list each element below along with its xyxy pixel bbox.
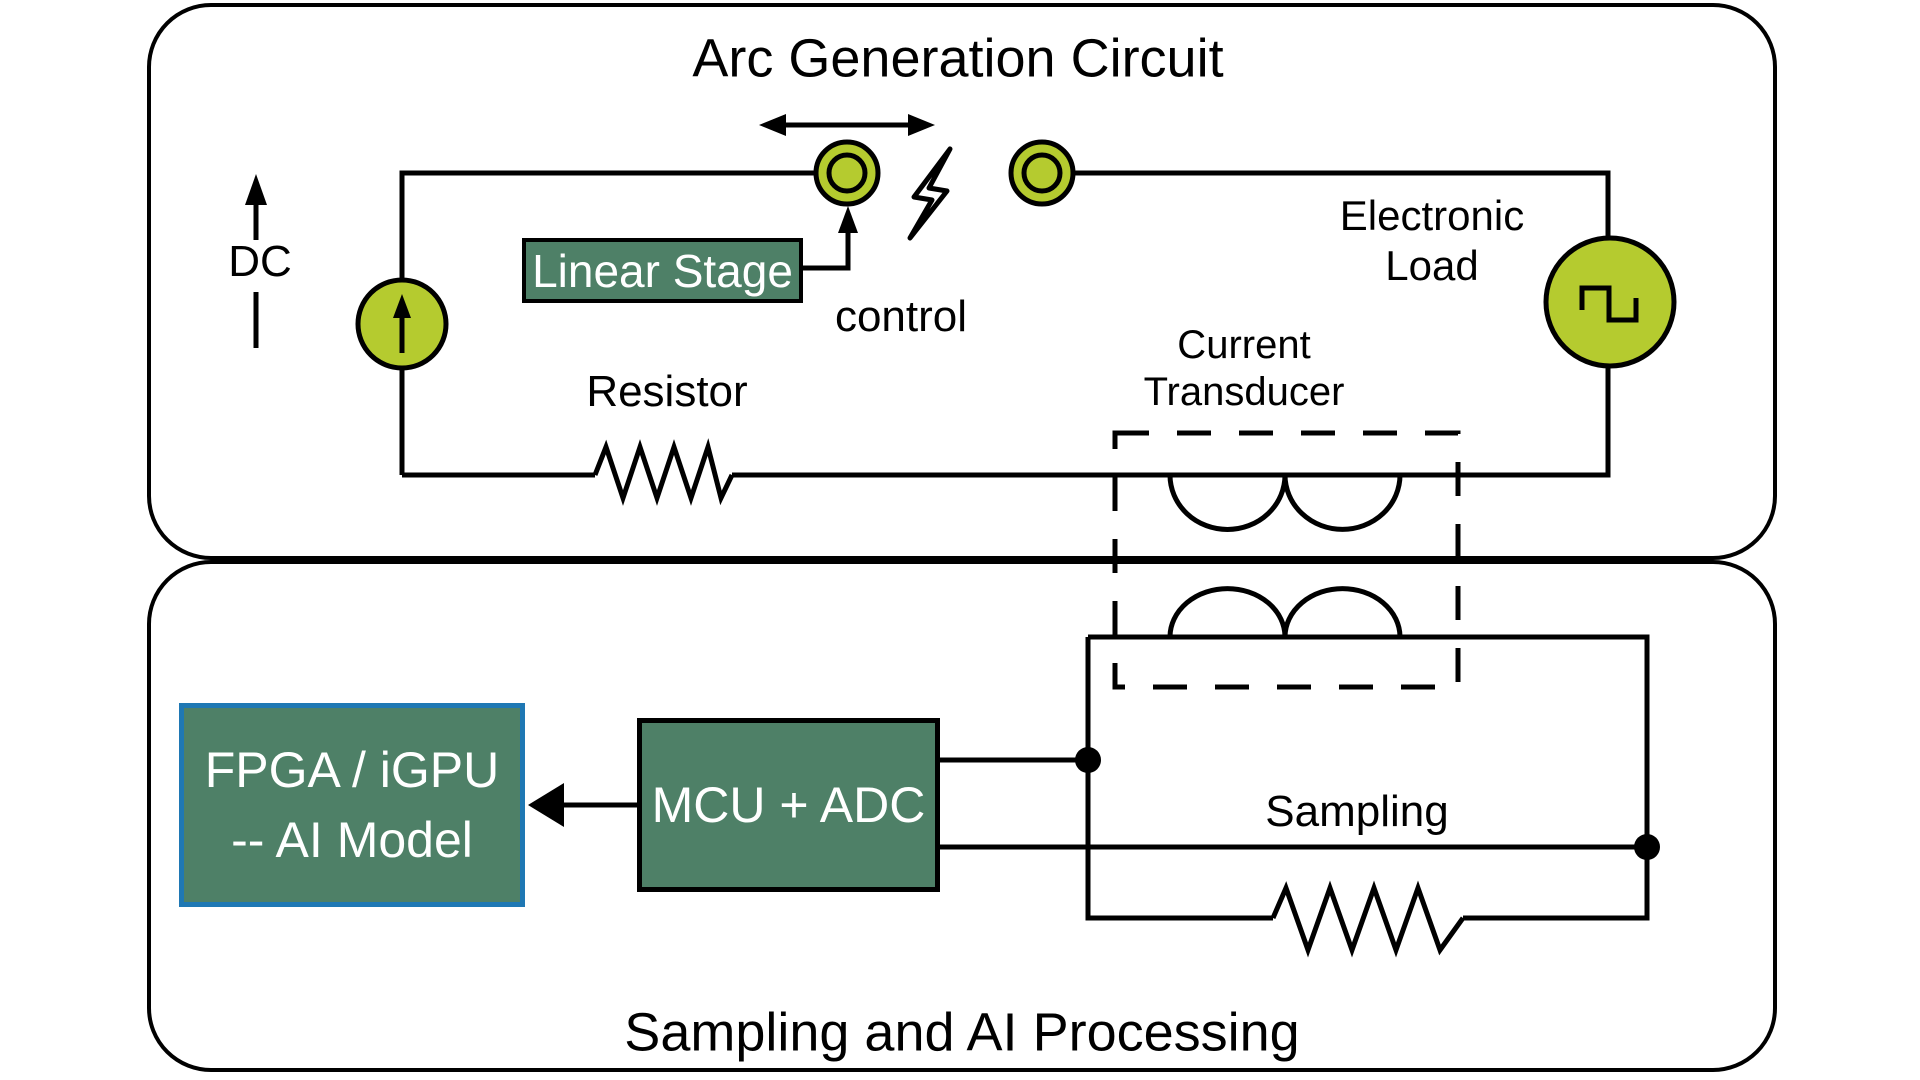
up-arrow-icon-dc (245, 174, 267, 348)
linear-stage-label: Linear Stage (532, 244, 793, 297)
sampling-label: Sampling (1265, 786, 1449, 836)
current-source-circle-icon (355, 277, 449, 371)
sampling-panel-outline (147, 560, 1777, 1072)
electronic-load-label-line1: Electronic (1339, 192, 1525, 239)
up-arrow-icon-control (803, 206, 858, 271)
fpga-igpu-box: FPGA / iGPU -- AI Model (179, 703, 525, 907)
sampling-loop-right (1088, 634, 1650, 921)
electronic-load-label: Electronic Load (1340, 191, 1524, 291)
dc-label: DC (228, 236, 292, 286)
junction-dot-icon-left (1075, 747, 1101, 773)
current-transducer-dashed-box (1112, 430, 1461, 690)
bottom-panel-title: Sampling and AI Processing (624, 1002, 1300, 1063)
resistor-label: Resistor (586, 366, 748, 416)
fpga-label-line1: FPGA / iGPU (204, 742, 500, 798)
current-transducer-label-line2: Transducer (1143, 370, 1345, 414)
current-transducer-label-line1: Current (1177, 323, 1311, 367)
double-headed-arrow-icon (759, 114, 935, 136)
mcu-adc-label: MCU + ADC (651, 777, 926, 833)
coil-icon-primary (1167, 474, 1403, 532)
current-transducer-label: Current Transducer (1144, 322, 1345, 416)
junction-dot-icon-right (1634, 834, 1660, 860)
resistor-zigzag-icon-sampling (1270, 880, 1466, 958)
electrode-node-icon-right (1008, 139, 1076, 207)
wire-source-to-left-electrode (399, 170, 820, 475)
linear-stage-box: Linear Stage (522, 238, 803, 303)
electronic-load-label-line2: Load (1385, 242, 1479, 289)
electrode-node-icon-left (813, 139, 881, 207)
sampling-loop-left (1085, 637, 1273, 921)
fpga-label-line2: -- AI Model (231, 812, 473, 868)
lightning-bolt-icon (907, 146, 953, 241)
left-arrow-icon-mcu-to-fpga (528, 783, 637, 827)
square-wave-icon-load (1543, 235, 1677, 369)
arc-generation-panel-outline (147, 3, 1777, 560)
resistor-zigzag-icon (592, 438, 735, 506)
coil-icon-secondary (1167, 586, 1403, 638)
control-label: control (834, 291, 968, 341)
mcu-adc-box: MCU + ADC (637, 718, 940, 892)
top-panel-title: Arc Generation Circuit (692, 28, 1224, 89)
